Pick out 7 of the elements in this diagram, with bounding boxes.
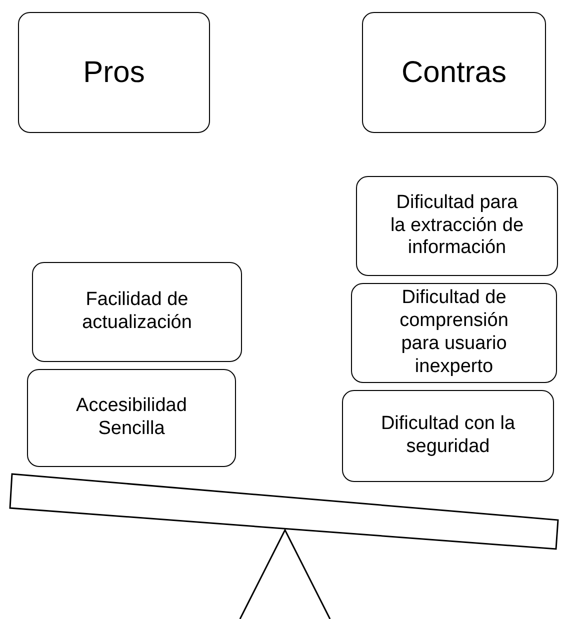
item-box: Dificultad de comprensión para usuario inexperto [351, 283, 557, 383]
category-box: Contras [362, 12, 546, 133]
category-box: Pros [18, 12, 210, 133]
item-box: Facilidad de actualización [32, 262, 242, 362]
item-box: Dificultad con la seguridad [342, 390, 554, 482]
item-box: Accesibilidad Sencilla [27, 369, 236, 467]
item-box: Dificultad para la extracción de información [356, 176, 558, 276]
